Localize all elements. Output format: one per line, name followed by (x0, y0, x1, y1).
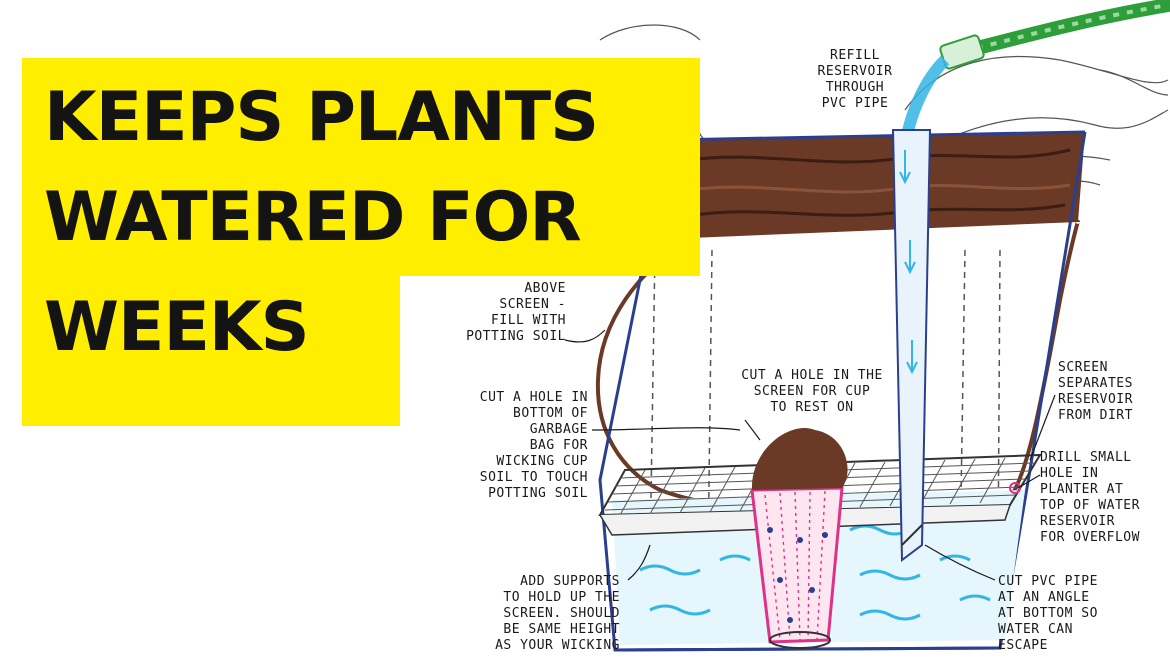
water-stream (900, 55, 950, 142)
pvc-pipe (891, 129, 932, 562)
headline-line3: WEEKS (44, 288, 310, 367)
annotation-cut-hole-bag: CUT A HOLE IN BOTTOM OF GARBAGE BAG FOR … (479, 390, 588, 501)
headline-banner-line3: WEEKS (22, 276, 400, 426)
soil-top (667, 130, 1086, 238)
annotation-screen-separates: SCREEN SEPARATES RESERVOIR FROM DIRT (1058, 360, 1133, 423)
leader-lines (564, 329, 1056, 581)
annotation-add-supports: ADD SUPPORTS TO HOLD UP THE SCREEN. SHOU… (495, 574, 620, 653)
headline-banner-line1: KEEPS PLANTS (22, 58, 700, 166)
annotation-cut-pipe: CUT PVC PIPE AT AN ANGLE AT BOTTOM SO WA… (998, 574, 1098, 653)
wicking-cup (750, 428, 848, 649)
annotation-above-screen: ABOVE SCREEN - FILL WITH POTTING SOIL (466, 281, 566, 344)
overflow-hole (1009, 482, 1021, 494)
annotation-refill: REFILL RESERVOIR THROUGH PVC PIPE (817, 48, 893, 111)
planter-frame (598, 131, 1087, 652)
annotation-cut-hole-cup: CUT A HOLE IN THE SCREEN FOR CUP TO REST… (741, 368, 883, 415)
headline-line2: WATERED FOR (44, 178, 582, 257)
headline-line1: KEEPS PLANTS (44, 78, 599, 157)
hose-sketch (939, 0, 1170, 70)
headline-banner-line2: WATERED FOR (22, 166, 700, 276)
annotation-drill-hole: DRILL SMALL HOLE IN PLANTER AT TOP OF WA… (1040, 450, 1140, 545)
